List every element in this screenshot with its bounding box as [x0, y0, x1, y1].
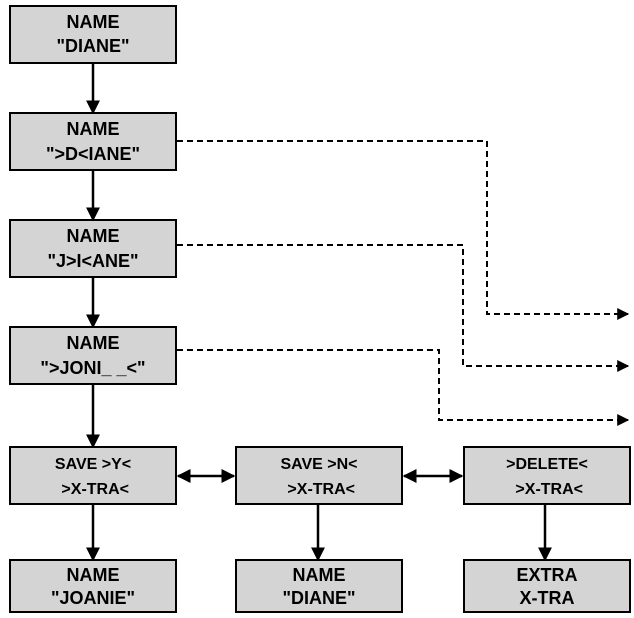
- dashed-connector-3: [177, 349, 630, 426]
- svg-text:>X-TRA<: >X-TRA<: [511, 481, 583, 498]
- svg-text:NAME: NAME: [67, 565, 120, 585]
- svg-text:NAME: NAME: [67, 333, 120, 353]
- node-name-j-i-ane: NAME "J>I<ANE": [9, 219, 177, 278]
- dashed-connector-1: [177, 140, 630, 320]
- node-name-diane-top: NAME "DIANE": [9, 5, 177, 64]
- svg-text:"J>I<ANE": "J>I<ANE": [47, 251, 138, 271]
- node-save-n: SAVE >N< >X-TRA<: [235, 446, 403, 505]
- svg-text:>X-TRA<: >X-TRA<: [283, 481, 355, 498]
- svg-text:X-TRA: X-TRA: [520, 588, 575, 608]
- node-name-joni: NAME ">JONI_ _<": [9, 326, 177, 385]
- svg-text:"DIANE": "DIANE": [282, 588, 355, 608]
- dashed-connector-2: [177, 244, 630, 372]
- svg-text:"JOANIE": "JOANIE": [51, 588, 135, 608]
- node-extra: EXTRA X-TRA: [463, 559, 631, 613]
- node-name-d-iane: NAME ">D<IANE": [9, 112, 177, 171]
- svg-text:SAVE >Y<: SAVE >Y<: [55, 456, 131, 473]
- node-delete: >DELETE< >X-TRA<: [463, 446, 631, 505]
- svg-text:NAME: NAME: [67, 119, 120, 139]
- svg-text:">JONI_ _<": ">JONI_ _<": [40, 358, 145, 378]
- svg-text:NAME: NAME: [67, 12, 120, 32]
- svg-text:NAME: NAME: [293, 565, 346, 585]
- node-name-diane-bottom: NAME "DIANE": [235, 559, 403, 613]
- svg-text:>X-TRA<: >X-TRA<: [57, 481, 129, 498]
- node-save-y: SAVE >Y< >X-TRA<: [9, 446, 177, 505]
- svg-text:"DIANE": "DIANE": [56, 36, 129, 56]
- svg-text:">D<IANE": ">D<IANE": [46, 144, 140, 164]
- node-name-joanie: NAME "JOANIE": [9, 559, 177, 613]
- svg-text:EXTRA: EXTRA: [516, 565, 577, 585]
- svg-text:SAVE >N<: SAVE >N<: [280, 456, 357, 473]
- svg-text:>DELETE<: >DELETE<: [506, 456, 588, 473]
- svg-text:NAME: NAME: [67, 226, 120, 246]
